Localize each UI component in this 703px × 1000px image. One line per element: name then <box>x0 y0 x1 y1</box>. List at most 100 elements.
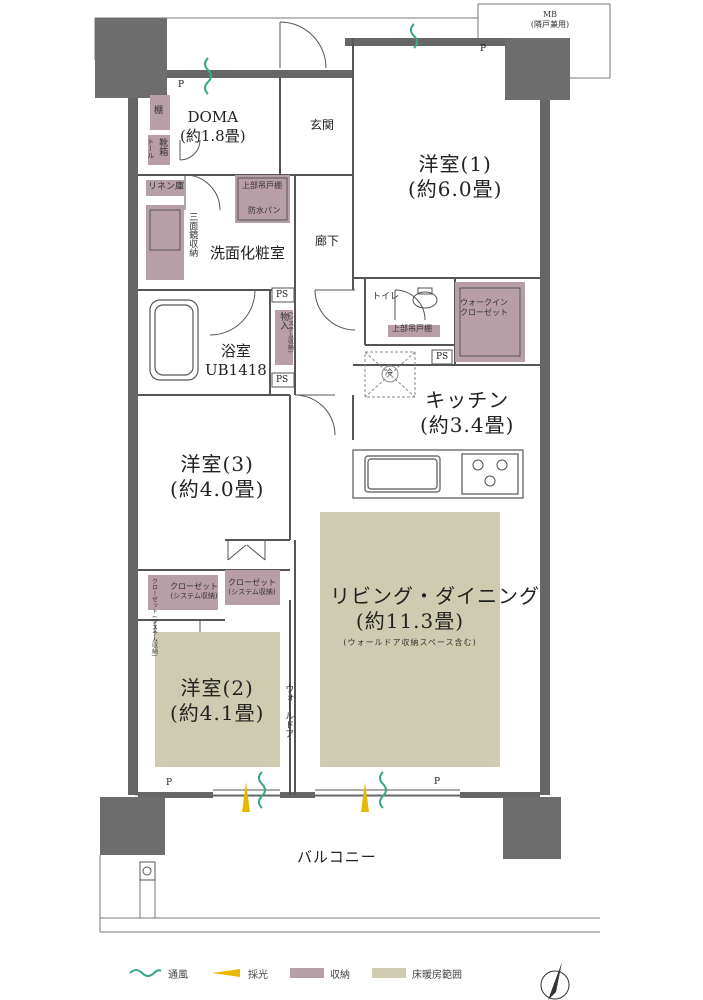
room-size: (約11.3畳) <box>355 609 465 633</box>
storage-closet3 <box>225 570 280 605</box>
room-genkan: 玄関 <box>310 118 335 132</box>
legend-label: 採光 <box>248 969 268 981</box>
daylight-markers <box>242 782 369 812</box>
storage-linen <box>146 180 184 196</box>
storage-walkin-label: ウォークイン クローゼット <box>460 298 508 318</box>
ps-mark: PS <box>436 352 449 362</box>
room-kitchen: キッチン (約3.4畳) <box>420 388 514 438</box>
room-doma: DOMA (約1.8畳) <box>180 108 246 146</box>
room-western1: 洋室(1) (約6.0畳) <box>408 152 502 202</box>
legend-label: 通風 <box>168 969 188 981</box>
storage-closet2-side-line2: (システム収納) <box>150 615 158 657</box>
toilet-fixture <box>412 287 438 309</box>
storage-walkin <box>455 282 525 362</box>
storage-joubu-toilet-label: 上部吊戸棚 <box>392 324 432 333</box>
wave-icon <box>129 969 162 977</box>
balcony-label: バルコニー <box>297 848 377 866</box>
storage-linen-label: リネン庫 <box>148 182 185 192</box>
stove-burners <box>472 459 508 487</box>
legend-daylight: 採光 <box>210 966 268 981</box>
ps-boxes <box>271 287 453 388</box>
storage-closet2-line1: クローゼット <box>170 582 218 591</box>
columns <box>95 18 570 859</box>
room-size: (約4.1畳) <box>170 701 265 725</box>
storage-monoire <box>275 310 293 365</box>
storage-monoire-label: 物入 <box>278 312 289 330</box>
storage-closet3-line1: クローゼット <box>228 578 276 587</box>
storage-sanmenkyo-label: 三面鏡収納 <box>187 212 198 257</box>
room-living: リビング・ダイニング (約11.3畳) (ウォールドア収納スペース含む) <box>330 584 540 648</box>
storage-monoire-sys-label: (システム収納) <box>286 312 294 353</box>
floor-heating-living <box>320 512 500 767</box>
column <box>503 797 561 859</box>
storage-joubu-label: 上部吊戸棚 <box>242 181 282 190</box>
ray-icon <box>212 969 240 977</box>
floor-heating-areas <box>155 512 500 767</box>
room-size: (約3.4畳) <box>420 413 515 437</box>
ventilation-markers <box>204 23 418 809</box>
storage-closet3-label: クローゼット (システム収納) <box>228 578 276 597</box>
storage-closet2-side-line1: クローゼット <box>150 578 158 614</box>
legend-label: 床暖房範囲 <box>412 969 462 981</box>
room-name: 洋室(3) <box>180 452 254 476</box>
column <box>100 797 165 855</box>
room-western2: 洋室(2) (約4.1畳) <box>170 676 264 726</box>
room-toilet: トイレ <box>372 292 400 302</box>
north-arrow-icon <box>540 962 570 1000</box>
legend-floor-heating: 床暖房範囲 <box>372 966 462 981</box>
room-name: DOMA <box>187 108 239 126</box>
storage-closet2-side-label: クローゼット (システム収納) <box>150 578 158 657</box>
doors <box>154 21 426 640</box>
daylight-mark <box>361 782 369 812</box>
storage-walkin-line2: クローゼット <box>460 308 508 317</box>
legend-label: 収納 <box>330 969 350 981</box>
ps-mark: PS <box>276 290 289 300</box>
room-size: (約1.8畳) <box>180 126 246 145</box>
storage-closet2-label: クローゼット (システム収納) <box>170 582 218 601</box>
room-senmen: 洗面化粧室 <box>210 244 286 262</box>
storage-closet2-line2: (システム収納) <box>170 592 218 600</box>
p-mark: P <box>480 44 487 54</box>
vent-mark <box>410 23 418 49</box>
room-size: (約6.0畳) <box>408 177 503 201</box>
kitchen-counter <box>352 449 524 499</box>
storage-toru-label: トール <box>146 138 155 159</box>
storage-walkin-line1: ウォークイン <box>460 298 508 307</box>
storage-sanmenkyo <box>146 205 184 280</box>
vent-mark <box>204 57 212 95</box>
storage-kutsubako-label: 靴箱 <box>157 138 168 156</box>
storage-bousui-label: 防水パン <box>248 206 281 215</box>
column <box>95 18 167 98</box>
storage-inner-lines <box>149 177 521 357</box>
exterior-walls <box>128 38 550 798</box>
walldoor-label: ウォールドア <box>283 684 294 738</box>
column <box>505 38 570 100</box>
room-name: リビング・ダイニング <box>330 584 540 608</box>
mb-label: MB (隣戸兼用) <box>530 10 570 30</box>
room-name: 洋室(1) <box>418 152 492 176</box>
room-name: キッチン <box>425 388 510 412</box>
room-note: (ウォールドア収納スペース含む) <box>343 638 477 647</box>
storage-closet2 <box>148 575 218 610</box>
daylight-mark <box>242 782 250 812</box>
fridge-mark: 冷 <box>385 368 393 377</box>
p-mark: P <box>178 80 185 90</box>
mb-title: MB <box>542 10 558 19</box>
room-name: 洋室(2) <box>180 676 254 700</box>
legend: 通風 採光 収納 床暖房範囲 <box>128 963 484 983</box>
room-western3: 洋室(3) (約4.0畳) <box>170 452 264 502</box>
room-size: (約4.0畳) <box>170 477 265 501</box>
room-model: UB1418 <box>205 360 267 379</box>
balcony-drain <box>139 861 156 881</box>
storage-joubu <box>235 175 290 223</box>
storage-kutsubako <box>148 135 170 165</box>
storage-areas <box>146 95 525 610</box>
floor-heating-western2 <box>155 632 280 767</box>
p-mark: P <box>434 777 441 787</box>
storage-tana-label: 棚 <box>154 106 164 116</box>
room-roka: 廊下 <box>315 234 340 248</box>
storage-closet3-line2: (システム収納) <box>228 588 276 596</box>
mb-note: (隣戸兼用) <box>530 20 570 29</box>
